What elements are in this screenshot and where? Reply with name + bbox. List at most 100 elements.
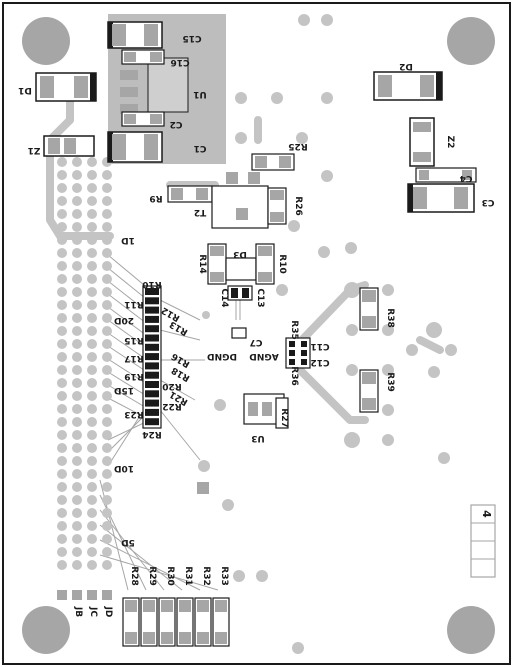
capacitor-c1 (107, 131, 163, 163)
via (57, 183, 67, 193)
via (57, 287, 67, 297)
resistor-pad (145, 306, 159, 314)
via (57, 521, 67, 531)
diode-d3 (225, 257, 257, 281)
resistor-pad (145, 418, 159, 426)
via (72, 430, 82, 440)
resistor-array-r28-r33 (122, 597, 230, 647)
resistor-pad (161, 600, 173, 612)
via (57, 495, 67, 505)
via (87, 235, 97, 245)
capacitor-c3 (407, 183, 475, 213)
via (57, 261, 67, 271)
silkscreen-labels: C15 C16 U1 C2 C1 D1 Z1 D2 Z2 C4 C3 R25 R… (18, 33, 494, 617)
via (102, 404, 112, 414)
via (87, 313, 97, 323)
via (57, 196, 67, 206)
via (57, 404, 67, 414)
label-r11: R11 (124, 299, 143, 309)
resistor-pad (215, 600, 227, 612)
resistor-pad (145, 371, 159, 379)
label-r20: R20 (162, 381, 181, 391)
via (72, 248, 82, 258)
via (57, 352, 67, 362)
via (102, 547, 112, 557)
via (87, 469, 97, 479)
via (87, 495, 97, 505)
via (72, 313, 82, 323)
label-1d: 1D (121, 235, 135, 245)
resistor-r10-vertical (255, 243, 275, 285)
resistor-pad (145, 297, 159, 305)
label-20d: 20D (114, 315, 134, 325)
via (87, 417, 97, 427)
via (87, 261, 97, 271)
resistor-pad (179, 600, 191, 612)
mounting-hole (447, 606, 495, 654)
label-r38: R38 (385, 308, 395, 327)
label-u1: U1 (193, 89, 207, 99)
label-dgnd: DGND (207, 351, 237, 361)
label-r29: R29 (147, 566, 157, 585)
via (57, 326, 67, 336)
label-c13: C13 (255, 288, 265, 307)
via (87, 274, 97, 284)
via (87, 534, 97, 544)
label-c12: C12 (310, 357, 329, 367)
resistor-pad (125, 632, 137, 644)
via (72, 521, 82, 531)
via (57, 534, 67, 544)
via (102, 378, 112, 388)
via (87, 183, 97, 193)
resistor-pad (143, 632, 155, 644)
capacitors-c14-c13 (227, 285, 253, 301)
diode-d2 (373, 71, 443, 101)
via (102, 261, 112, 271)
label-5d: 5D (121, 537, 135, 547)
via (72, 378, 82, 388)
resistor-pad (215, 632, 227, 644)
transistor-t2 (211, 172, 269, 229)
capacitor-c15 (107, 21, 163, 49)
resistor-r27 (275, 397, 289, 429)
via (87, 430, 97, 440)
via (102, 287, 112, 297)
via (72, 404, 82, 414)
label-d2: D2 (399, 61, 413, 71)
via (72, 235, 82, 245)
resistor-pad (143, 600, 155, 612)
label-jc: JC (88, 606, 98, 617)
test-pad (197, 482, 209, 494)
connector-pin (72, 590, 82, 600)
resistor-r39 (359, 369, 379, 413)
label-c16: C16 (170, 57, 189, 67)
label-r39: R39 (385, 372, 395, 391)
via (72, 443, 82, 453)
resistor-pad (197, 632, 209, 644)
label-jd: JD (103, 606, 113, 618)
via (72, 456, 82, 466)
label-15d: 15D (114, 385, 134, 395)
via (57, 365, 67, 375)
via (102, 183, 112, 193)
via (102, 170, 112, 180)
label-revision: 4 (480, 510, 493, 518)
label-r27: R27 (279, 408, 289, 427)
via (57, 378, 67, 388)
via (102, 222, 112, 232)
via (72, 261, 82, 271)
via (102, 508, 112, 518)
label-r30: R30 (165, 566, 175, 585)
revision-box (470, 504, 496, 578)
label-r9: R9 (149, 193, 162, 203)
label-d3: D3 (233, 249, 247, 259)
connector-pin (57, 590, 67, 600)
label-r14-top: R14 (197, 254, 207, 273)
label-r10: R10 (142, 279, 161, 289)
label-c4: C4 (460, 173, 473, 183)
resistor-pad (145, 362, 159, 370)
label-c11: C11 (310, 341, 329, 351)
resistor-pad (145, 353, 159, 361)
via (72, 287, 82, 297)
via (87, 248, 97, 258)
